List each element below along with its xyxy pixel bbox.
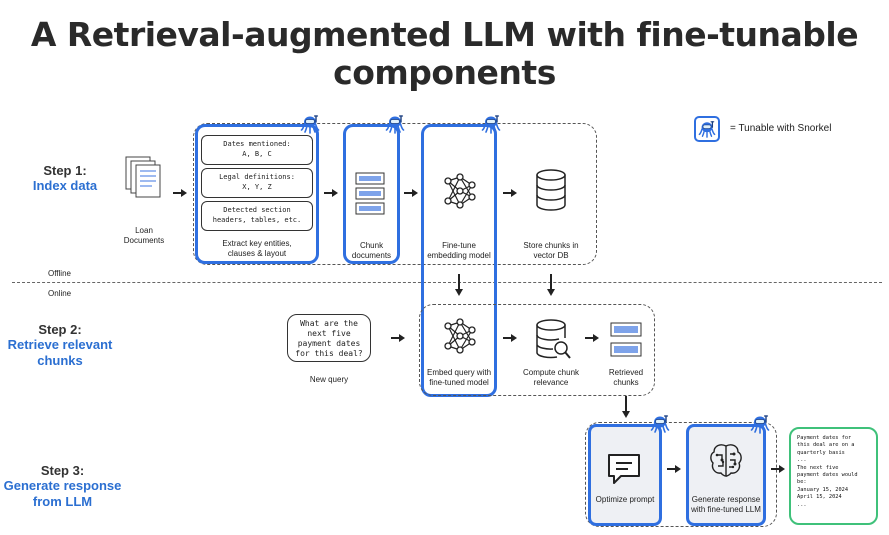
documents-icon [125, 156, 161, 198]
optimize-prompt-label: Optimize prompt [595, 495, 655, 504]
page-title: A Retrieval-augmented LLM with fine-tuna… [30, 15, 859, 92]
arrow-query-to-embed [391, 334, 405, 342]
arrow-docs-to-extract [173, 189, 187, 197]
documents-label: Loan Documents [123, 226, 165, 245]
retrieved-chunks-icon [610, 322, 642, 357]
offline-label: Offline [48, 269, 71, 278]
pill-sections: Detected section headers, tables, etc. [201, 201, 313, 231]
neural-network-icon [440, 171, 480, 211]
embed-query-label: Embed query with fine-tuned model [426, 368, 492, 387]
arrow-retrieved-down [622, 396, 630, 418]
snorkel-octopus-icon [300, 114, 320, 134]
arrow-embed-to-relevance [503, 334, 517, 342]
llm-response-box: Payment dates for this deal are on a qua… [789, 427, 878, 525]
legend: = Tunable with Snorkel [694, 116, 864, 144]
store-label: Store chunks in vector DB [523, 241, 579, 260]
chunk-label: Chunk documents [351, 241, 392, 260]
extract-label: Extract key entities, clauses & layout [222, 239, 292, 258]
pill-legal: Legal definitions: X, Y, Z [201, 168, 313, 198]
generate-response-box[interactable] [686, 424, 766, 526]
finetune-embed-label: Fine-tune embedding model [427, 241, 491, 260]
legend-label: = Tunable with Snorkel [730, 123, 832, 134]
snorkel-octopus-icon [481, 114, 501, 134]
chunks-icon [355, 172, 385, 215]
arrow-db-down [547, 274, 555, 296]
legend-icon-box [694, 116, 720, 142]
step2-label: Step 2: Retrieve relevant chunks [7, 322, 113, 368]
generate-response-label: Generate response with fine-tuned LLM [691, 495, 761, 514]
arrow-embed-to-store [503, 189, 517, 197]
pill-dates: Dates mentioned: A, B, C [201, 135, 313, 165]
arrow-relevance-to-retrieved [585, 334, 599, 342]
chat-bubble-icon [608, 454, 640, 484]
online-label: Online [48, 289, 72, 298]
retrieved-label: Retrieved chunks [608, 368, 644, 387]
snorkel-octopus-icon [650, 414, 670, 434]
database-search-icon [536, 319, 571, 359]
step2-container [419, 304, 655, 396]
step3-container [585, 422, 777, 527]
step3-label: Step 3: Generate response from LLM [3, 463, 122, 509]
step1-label: Step 1: Index data [32, 163, 98, 193]
arrow-extract-to-chunk [324, 189, 338, 197]
arrow-prompt-to-generate [667, 465, 681, 473]
relevance-label: Compute chunk relevance [522, 368, 580, 387]
arrow-generate-to-response [771, 465, 785, 473]
neural-network-icon [440, 316, 480, 356]
snorkel-octopus-icon [750, 414, 770, 434]
snorkel-octopus-icon [698, 120, 716, 138]
arrow-embed-down [455, 274, 463, 296]
offline-online-divider [12, 282, 882, 283]
snorkel-octopus-icon [385, 114, 405, 134]
brain-icon [710, 444, 742, 477]
database-icon [536, 169, 566, 211]
new-query-label: New query [309, 375, 349, 384]
arrow-chunk-to-embed [404, 189, 418, 197]
new-query-bubble: What are the next five payment dates for… [287, 314, 371, 362]
